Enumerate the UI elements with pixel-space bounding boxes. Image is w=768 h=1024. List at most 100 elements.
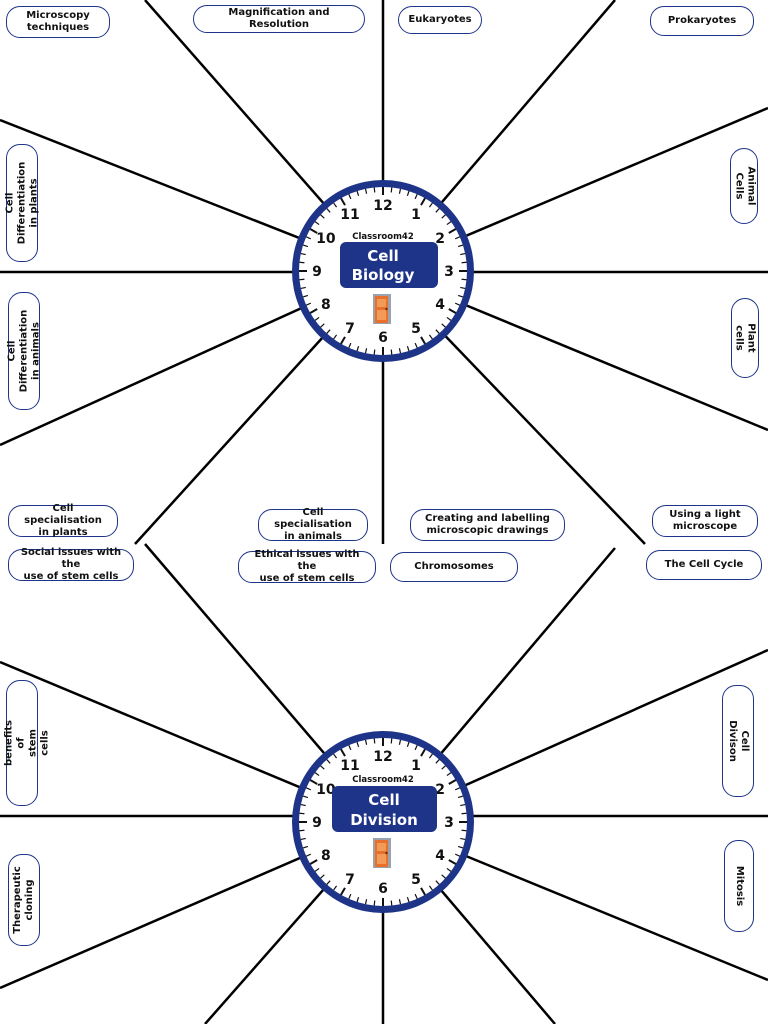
label-cell-differentiation-plants[interactable]: Cell Differentiation in plants bbox=[4, 144, 39, 262]
clock-tick bbox=[309, 308, 318, 314]
clock-tick bbox=[460, 252, 466, 256]
clock-tick bbox=[309, 859, 318, 865]
clock-tick bbox=[373, 187, 376, 193]
clock-tick bbox=[398, 188, 402, 194]
clock-tick bbox=[446, 221, 452, 226]
clock-tick bbox=[435, 329, 440, 334]
clock-ticks bbox=[299, 738, 467, 906]
clock-tick bbox=[460, 837, 466, 841]
clock-number: 4 bbox=[435, 848, 445, 864]
clock-tick bbox=[454, 787, 460, 791]
label-ethical-issues-stem-cells[interactable]: Ethical issues with the use of stem cell… bbox=[238, 549, 376, 584]
clock-tick bbox=[326, 759, 331, 764]
clock-tick bbox=[373, 349, 376, 355]
clock-tick bbox=[448, 228, 457, 234]
clock-tick bbox=[300, 837, 306, 841]
clock-tick bbox=[461, 278, 467, 281]
label-animal-cells[interactable]: Animal Cells bbox=[730, 148, 758, 224]
clock-tick bbox=[428, 753, 433, 759]
clock-tick bbox=[299, 829, 305, 832]
clock-number: 9 bbox=[312, 815, 322, 831]
label-practical-benefits-stem-cells[interactable]: Practical benefits of stem cells bbox=[0, 680, 51, 806]
clock-tick bbox=[398, 739, 402, 745]
clock-tick bbox=[461, 261, 467, 264]
clock-tick bbox=[435, 759, 440, 764]
clock-tick bbox=[340, 887, 346, 896]
clock-tick bbox=[390, 738, 393, 744]
label-social-issues-stem-cells[interactable]: Social issues with the use of stem cells bbox=[8, 547, 134, 582]
clock-number: 8 bbox=[321, 848, 331, 864]
label-plant-cells[interactable]: Plant cells bbox=[731, 298, 759, 378]
clock-tick bbox=[326, 329, 331, 334]
clock-tick bbox=[320, 214, 325, 219]
clock-number: 6 bbox=[378, 330, 388, 346]
label-eukaryotes[interactable]: Eukaryotes bbox=[398, 6, 482, 34]
clock-title-line1: Cell bbox=[368, 791, 399, 809]
clock-number: 3 bbox=[444, 264, 454, 280]
label-cell-specialisation-animals[interactable]: Cell specialisation in animals bbox=[258, 507, 368, 542]
clock-tick bbox=[300, 252, 306, 256]
clock-tick bbox=[320, 874, 325, 879]
clock-tick bbox=[299, 812, 305, 815]
label-cell-specialisation-plants[interactable]: Cell specialisation in plants bbox=[8, 503, 118, 538]
clock-tick bbox=[420, 887, 426, 896]
clock-number: 3 bbox=[444, 815, 454, 831]
clock-tick bbox=[446, 867, 452, 872]
label-using-light-microscope[interactable]: Using a light microscope bbox=[652, 505, 758, 537]
clock-number: 9 bbox=[312, 264, 322, 280]
clock-tick bbox=[414, 745, 418, 751]
clock-tick bbox=[414, 342, 418, 348]
label-cell-differentiation-animals[interactable]: Cell Differentiation in animals bbox=[6, 292, 41, 410]
clock-tick bbox=[348, 194, 352, 200]
label-mitosis[interactable]: Mitosis bbox=[724, 840, 754, 932]
clock-tick bbox=[356, 741, 360, 748]
clock-tick bbox=[302, 795, 309, 799]
label-therapeutic-cloning[interactable]: Therapeutic cloning bbox=[8, 854, 40, 946]
clock-tick bbox=[441, 323, 446, 328]
clock-tick bbox=[428, 885, 433, 891]
clock-tick bbox=[435, 880, 440, 885]
clock-number: 7 bbox=[345, 872, 355, 888]
clock-tick bbox=[306, 787, 312, 791]
clock-brand: Classroom42 bbox=[352, 775, 414, 785]
label-creating-labelling-drawings[interactable]: Creating and labelling microscopic drawi… bbox=[410, 509, 565, 541]
clock-number: 6 bbox=[378, 881, 388, 897]
clock-tick bbox=[340, 197, 346, 206]
clock-tick bbox=[414, 893, 418, 899]
clock-number: 1 bbox=[411, 758, 421, 774]
clock-number: 12 bbox=[373, 749, 392, 765]
clock-number: 11 bbox=[340, 758, 359, 774]
clock-number: 10 bbox=[316, 231, 336, 247]
clock-tick bbox=[364, 899, 368, 905]
clock-tick bbox=[314, 221, 320, 226]
clock-tick bbox=[299, 261, 305, 264]
clock-tick bbox=[356, 896, 360, 903]
label-magnification-resolution[interactable]: Magnification and Resolution bbox=[193, 5, 365, 33]
clock-tick bbox=[364, 739, 368, 745]
clock-brand: Classroom42 bbox=[352, 232, 414, 242]
clock-tick bbox=[306, 853, 312, 857]
clock-tick bbox=[320, 323, 325, 328]
clock-tick bbox=[448, 859, 457, 865]
clock-tick bbox=[454, 236, 460, 240]
label-cell-division[interactable]: Cell Divison bbox=[722, 685, 754, 797]
clock-tick bbox=[309, 228, 318, 234]
clock-tick bbox=[457, 845, 464, 849]
clock-tick bbox=[326, 208, 331, 213]
label-prokaryotes[interactable]: Prokaryotes bbox=[650, 6, 754, 36]
clock-tick bbox=[348, 893, 352, 899]
clock-tick bbox=[309, 779, 318, 785]
label-chromosomes[interactable]: Chromosomes bbox=[390, 552, 518, 582]
clock-tick bbox=[441, 214, 446, 219]
clock-title-box bbox=[332, 786, 437, 832]
clock-tick bbox=[302, 845, 309, 849]
label-the-cell-cycle[interactable]: The Cell Cycle bbox=[646, 550, 762, 580]
door-icon bbox=[373, 294, 391, 324]
clock-tick bbox=[390, 349, 393, 355]
label-microscopy-techniques[interactable]: Microscopy techniques bbox=[6, 6, 110, 38]
clock-tick bbox=[356, 345, 360, 352]
clock-tick bbox=[461, 812, 467, 815]
